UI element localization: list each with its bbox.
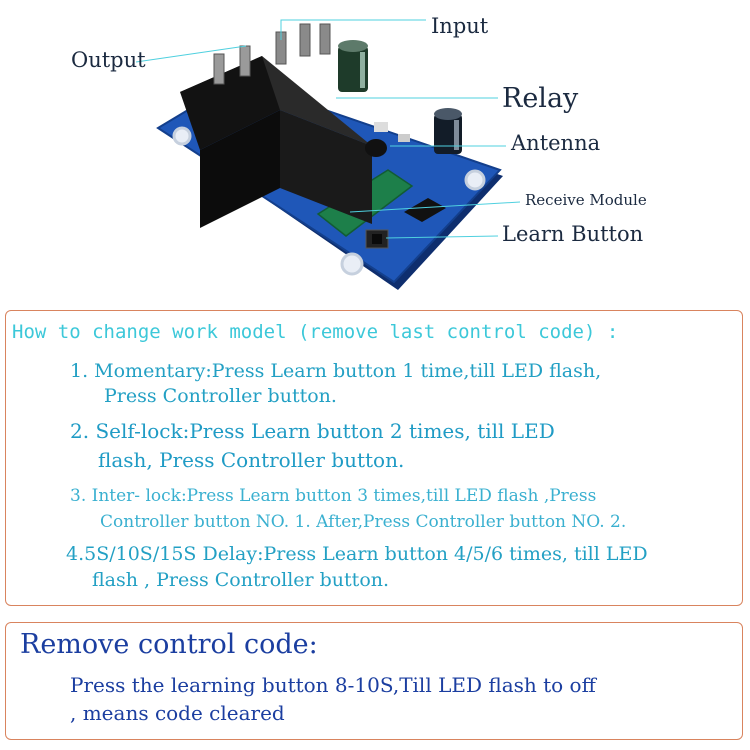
label-learn-button: Learn Button xyxy=(502,222,644,246)
mounting-hole xyxy=(340,252,364,276)
step-line: Press Controller button. xyxy=(104,385,337,407)
relay-board-illustration xyxy=(135,19,521,290)
mounting-hole xyxy=(172,126,192,146)
label-antenna: Antenna xyxy=(511,131,601,155)
work-model-instructions: How to change work model (remove last co… xyxy=(5,310,743,606)
step-momentary: 1. Momentary:Press Learn button 1 time,t… xyxy=(70,359,601,409)
capacitor xyxy=(338,40,368,92)
product-diagram: Input Output Relay Antenna Receive Modul… xyxy=(0,0,750,300)
remove-instructions: Press the learning button 8-10S,Till LED… xyxy=(70,671,596,727)
label-receive-module: Receive Module xyxy=(525,191,647,209)
label-input: Input xyxy=(431,14,489,38)
label-output: Output xyxy=(71,48,146,72)
relay-front xyxy=(280,110,372,224)
relay-side xyxy=(200,110,280,228)
remove-control-code: Remove control code: Press the learning … xyxy=(5,622,743,740)
step-line: flash , Press Controller button. xyxy=(92,569,390,591)
remove-title: Remove control code: xyxy=(20,629,318,660)
step-line: 4.5S/10S/15S Delay:Press Learn button 4/… xyxy=(66,543,648,565)
leader-lines xyxy=(135,19,521,239)
step-line: 3. Inter- lock:Press Learn button 3 time… xyxy=(70,486,597,506)
step-line: 2. Self-lock:Press Learn button 2 times,… xyxy=(70,419,555,443)
label-relay: Relay xyxy=(502,83,579,114)
step-delay: 4.5S/10S/15S Delay:Press Learn button 4/… xyxy=(66,541,648,593)
instructions-heading: How to change work model (remove last co… xyxy=(12,321,619,343)
step-inter-lock: 3. Inter- lock:Press Learn button 3 time… xyxy=(70,483,626,535)
step-line: flash, Press Controller button. xyxy=(98,448,405,472)
remove-line: Press the learning button 8-10S,Till LED… xyxy=(70,673,596,697)
antenna-coil xyxy=(365,139,387,157)
capacitor xyxy=(434,108,462,154)
step-self-lock: 2. Self-lock:Press Learn button 2 times,… xyxy=(70,417,555,475)
step-line: 1. Momentary:Press Learn button 1 time,t… xyxy=(70,360,602,382)
mounting-hole xyxy=(464,169,486,191)
remove-line: , means code cleared xyxy=(70,701,285,725)
ic-chip xyxy=(404,198,446,222)
step-line: Controller button NO. 1. After,Press Con… xyxy=(100,512,627,532)
input-terminals xyxy=(275,23,331,65)
